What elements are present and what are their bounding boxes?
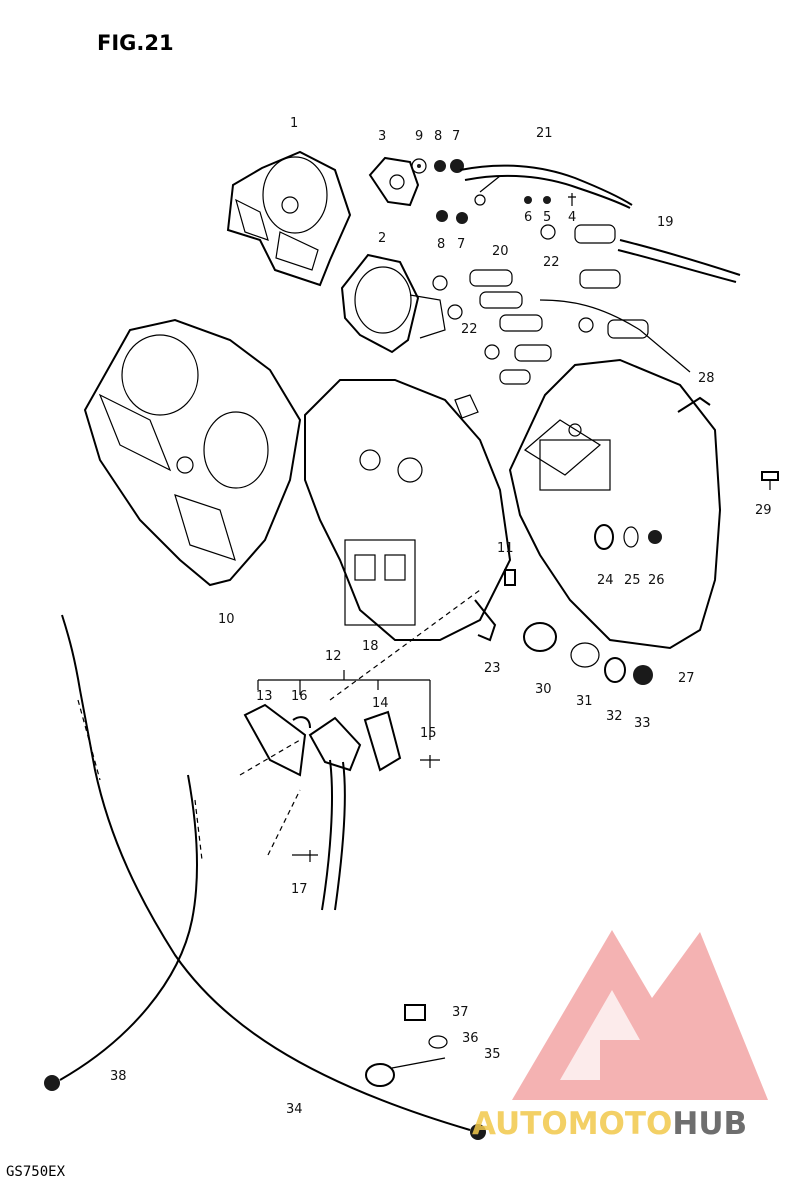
callout-12: 12 <box>325 649 342 664</box>
screw-11 <box>504 569 516 586</box>
callout-1: 1 <box>290 116 298 131</box>
callout-3: 3 <box>378 129 386 144</box>
bolt-29 <box>761 471 779 490</box>
callout-14: 14 <box>372 696 389 711</box>
callout-35: 35 <box>484 1047 501 1062</box>
speedometer-assembly <box>226 150 352 287</box>
group-bracket-12 <box>257 670 431 740</box>
callout-labels: 1 2 3 4 5 6 7 7 8 8 9 10 11 12 13 14 15 … <box>110 116 772 1117</box>
meter-rear-cover <box>508 358 722 650</box>
callout-11: 11 <box>497 541 514 556</box>
callout-23: 23 <box>484 661 501 676</box>
callout-8-low: 8 <box>437 237 445 252</box>
callout-22-top: 22 <box>543 255 560 270</box>
callout-7-top: 7 <box>452 129 460 144</box>
indicator-housing <box>368 156 420 207</box>
callout-22-low: 22 <box>461 322 478 337</box>
callout-9: 9 <box>415 129 423 144</box>
callout-5: 5 <box>543 210 551 225</box>
callout-34: 34 <box>286 1102 303 1117</box>
callout-30: 30 <box>535 682 552 697</box>
callout-38: 38 <box>110 1069 127 1084</box>
callout-32: 32 <box>606 709 623 724</box>
automotohub-logo: AUTOMOTOHUB <box>472 930 768 1142</box>
tachometer-cable <box>44 774 203 1091</box>
tachometer-assembly <box>340 253 446 354</box>
callout-33: 33 <box>634 716 651 731</box>
callout-20: 20 <box>492 244 509 259</box>
callout-13: 13 <box>256 689 273 704</box>
callout-6: 6 <box>524 210 532 225</box>
callout-26: 26 <box>648 573 665 588</box>
callout-24: 24 <box>597 573 614 588</box>
bracket-23 <box>474 599 497 642</box>
watermark-automoto: AUTOMOTOHUB <box>472 1106 747 1142</box>
small-parts-4-5-6 <box>524 193 576 206</box>
callout-31: 31 <box>576 694 593 709</box>
callout-21: 21 <box>536 126 553 141</box>
figure-title: FIG.21 <box>97 31 174 55</box>
callout-2: 2 <box>378 231 386 246</box>
meter-nuts <box>436 210 468 224</box>
meter-case <box>304 379 512 641</box>
meter-lens-cover <box>83 318 302 587</box>
callout-10: 10 <box>218 612 235 627</box>
callout-18: 18 <box>362 639 379 654</box>
callout-8-top: 8 <box>434 129 442 144</box>
callout-15: 15 <box>420 726 437 741</box>
callout-36: 36 <box>462 1031 479 1046</box>
speedometer-cable <box>61 614 486 1140</box>
top-washer-row <box>411 158 464 174</box>
callout-27: 27 <box>678 671 695 686</box>
callout-29: 29 <box>755 503 772 518</box>
callout-19: 19 <box>657 215 674 230</box>
callout-17: 17 <box>291 882 308 897</box>
model-code: GS750EX <box>6 1164 66 1180</box>
callout-16: 16 <box>291 689 308 704</box>
callout-37: 37 <box>452 1005 469 1020</box>
mount-hardware-30-33 <box>523 622 653 685</box>
callout-7-low: 7 <box>457 237 465 252</box>
callout-4: 4 <box>568 210 576 225</box>
grommet-set-24-26 <box>594 524 662 550</box>
cable-clamp-35-37 <box>365 1004 448 1087</box>
callout-28: 28 <box>698 371 715 386</box>
indicator-unit <box>239 589 481 911</box>
wire-harness-21 <box>459 164 633 209</box>
clip-28 <box>677 396 711 413</box>
bulb-socket-harness <box>432 224 741 385</box>
callout-25: 25 <box>624 573 641 588</box>
